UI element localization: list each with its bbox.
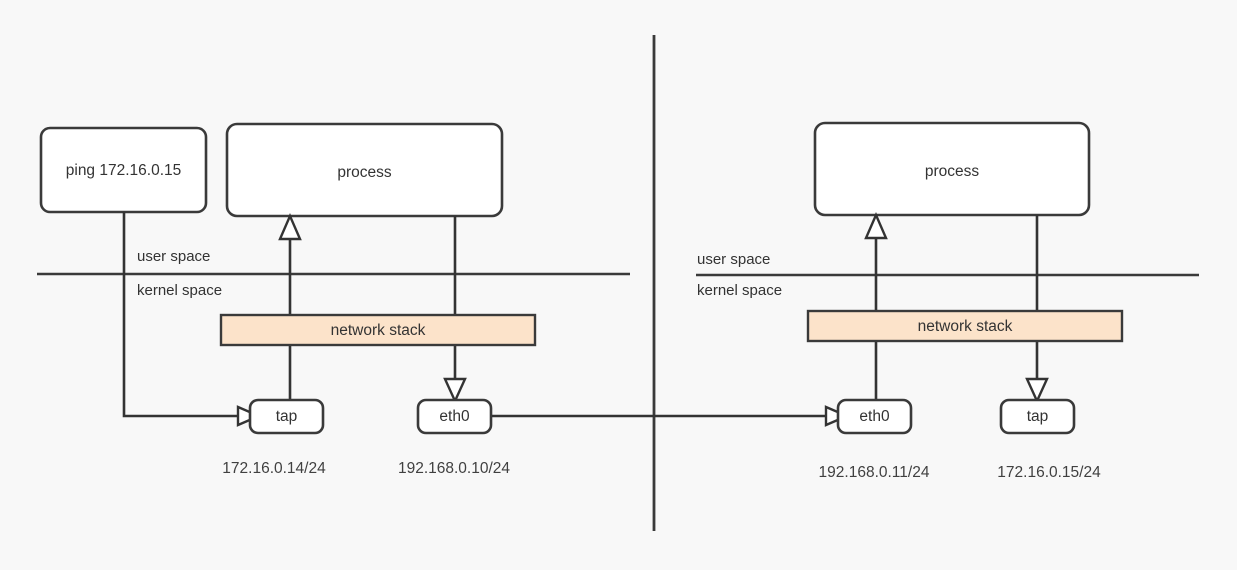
right-eth0-ip-label: 192.168.0.11/24 bbox=[819, 464, 930, 481]
left-network-stack-box[interactable] bbox=[219, 313, 537, 347]
right-kernel-space-label: kernel space bbox=[697, 282, 782, 299]
right-network-stack-box[interactable] bbox=[806, 309, 1124, 343]
triangle-right-icon bbox=[824, 405, 851, 427]
right-process-box-label: process bbox=[925, 163, 980, 180]
right-network-stack-label: network stack bbox=[918, 318, 1013, 335]
triangle-down-icon bbox=[443, 377, 467, 404]
left-process-box[interactable] bbox=[225, 122, 504, 218]
right-tap-ip-label: 172.16.0.15/24 bbox=[997, 464, 1101, 481]
left-process-box-label: process bbox=[337, 164, 392, 181]
right-process-box[interactable] bbox=[813, 121, 1091, 217]
left-network-stack-label: network stack bbox=[331, 322, 426, 339]
left-eth0-box-label: eth0 bbox=[439, 408, 470, 425]
right-eth0-box[interactable] bbox=[836, 398, 913, 435]
triangle-right-icon bbox=[236, 405, 263, 427]
right-eth0-box-label: eth0 bbox=[859, 408, 890, 425]
right-user-space-label: user space bbox=[697, 251, 770, 268]
right-tap-box[interactable] bbox=[999, 398, 1076, 435]
left-eth0-box[interactable] bbox=[416, 398, 493, 435]
left-ping-box-label: ping 172.16.0.15 bbox=[66, 162, 182, 179]
left-ping-to-tap-edge bbox=[122, 212, 238, 418]
left-tap-box-label: tap bbox=[276, 408, 298, 425]
left-eth0-ip-label: 192.168.0.10/24 bbox=[398, 460, 510, 477]
left-tap-ip-label: 172.16.0.14/24 bbox=[222, 460, 326, 477]
right-tap-box-label: tap bbox=[1027, 408, 1049, 425]
triangle-down-icon bbox=[1025, 377, 1049, 404]
left-kernel-space-label: kernel space bbox=[137, 282, 222, 299]
left-tap-box[interactable] bbox=[248, 398, 325, 435]
triangle-up-icon bbox=[864, 211, 888, 240]
left-user-space-label: user space bbox=[137, 248, 210, 265]
triangle-up-icon bbox=[278, 212, 302, 241]
